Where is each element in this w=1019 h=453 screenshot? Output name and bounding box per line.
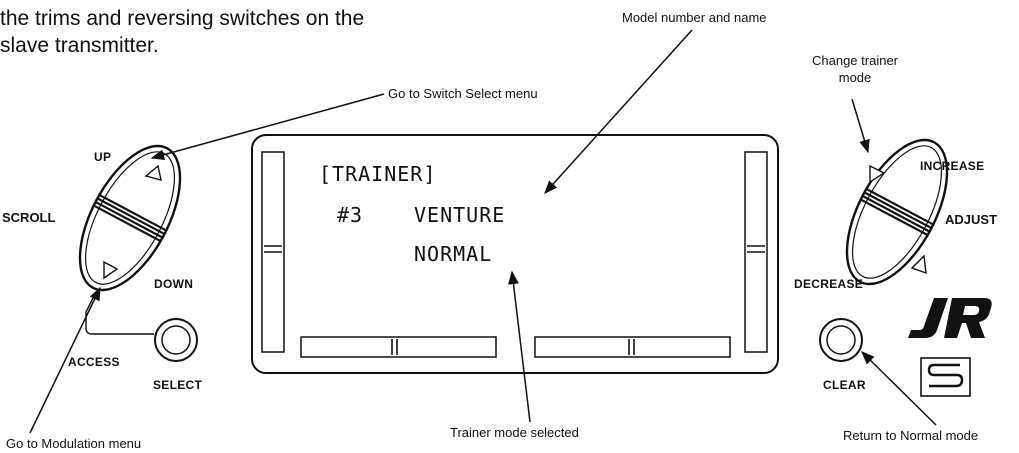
- right-trim-bar: [744, 151, 768, 353]
- intro-line-1: the trims and reversing switches on the: [0, 7, 365, 30]
- callout-change-trainer-line1: Change trainer: [812, 53, 898, 68]
- label-access: ACCESS: [68, 355, 120, 369]
- callout-model-number-name: Model number and name: [622, 10, 767, 25]
- spcm-badge: [920, 357, 971, 397]
- intro-line-2: slave transmitter.: [0, 34, 159, 57]
- arrow-modulation-menu: [29, 286, 101, 434]
- left-trim-bar: [261, 151, 285, 353]
- scroll-down-arrow-icon: [103, 260, 119, 280]
- callout-change-trainer-line2: mode: [838, 70, 872, 85]
- arrow-return-normal: [861, 351, 937, 426]
- adjust-rocker[interactable]: [826, 124, 967, 299]
- arrow-change-trainer: [851, 98, 870, 154]
- label-up: UP: [94, 150, 112, 164]
- access-bracket-line: [85, 291, 154, 335]
- arrow-trainer-mode: [508, 270, 531, 423]
- lcd-frame: [251, 134, 779, 374]
- callout-trainer-mode-selected: Trainer mode selected: [450, 425, 579, 440]
- adjust-increase-arrow-icon: [869, 164, 886, 184]
- select-button[interactable]: [154, 318, 198, 362]
- bottom-right-trim-bar: [534, 336, 731, 358]
- arrow-model-name: [544, 29, 693, 195]
- lcd-title: [TRAINER]: [319, 162, 437, 186]
- callout-return-normal: Return to Normal mode: [843, 428, 979, 443]
- label-increase: INCREASE: [920, 159, 985, 173]
- label-adjust: ADJUST: [945, 212, 998, 227]
- clear-button[interactable]: [819, 318, 863, 362]
- label-scroll: SCROLL: [2, 210, 56, 225]
- callout-modulation-menu: Go to Modulation menu: [6, 436, 142, 451]
- label-decrease: DECREASE: [794, 277, 864, 291]
- lcd-model-name: VENTURE: [414, 203, 506, 227]
- jr-logo: [908, 298, 992, 338]
- scroll-up-arrow-icon: [144, 164, 162, 181]
- label-clear: CLEAR: [823, 378, 866, 392]
- adjust-decrease-arrow-icon: [910, 254, 927, 275]
- callout-switch-select: Go to Switch Select menu: [388, 86, 538, 101]
- lcd-mode: NORMAL: [414, 242, 493, 266]
- arrow-switch-select: [150, 93, 385, 160]
- bottom-left-trim-bar: [300, 336, 497, 358]
- label-select: SELECT: [153, 378, 203, 392]
- lcd-model-number: #3: [337, 203, 364, 227]
- label-down: DOWN: [154, 277, 194, 291]
